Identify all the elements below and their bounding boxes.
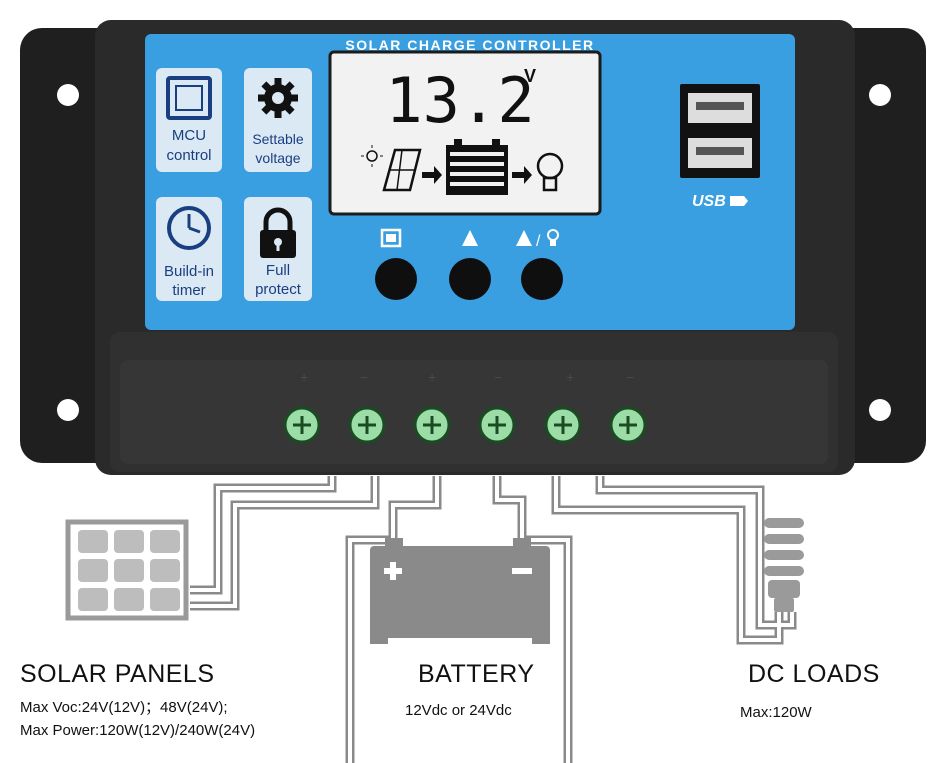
solar-panels-title: SOLAR PANELS	[20, 660, 215, 688]
svg-text:−: −	[360, 369, 368, 385]
battery-title: BATTERY	[418, 660, 535, 688]
mount-hole	[57, 84, 79, 106]
mount-hole	[869, 399, 891, 421]
feature-line2: control	[166, 147, 211, 164]
dc-loads-title: DC LOADS	[748, 660, 880, 688]
svg-text:−: −	[494, 369, 502, 385]
up-button[interactable]	[449, 258, 491, 300]
feature-line1: Full	[266, 262, 290, 279]
separator-glyph: /	[536, 233, 541, 250]
lcd-sun-icon	[361, 145, 383, 167]
lcd-arrow-icon	[512, 166, 532, 184]
down-load-button[interactable]	[521, 258, 563, 300]
lcd-screen	[328, 50, 602, 216]
chip-icon	[166, 76, 212, 120]
terminal-screws	[283, 406, 647, 444]
voltage-readout: 13.2	[385, 64, 534, 137]
feature-tile-timer: Build-in timer	[156, 197, 222, 301]
voltage-unit: V	[524, 66, 536, 86]
solar-panels-power: Max Power:120W(12V)/240W(24V)	[20, 722, 256, 739]
gear-icon	[258, 78, 298, 118]
bulb-icon	[547, 229, 559, 246]
lock-icon	[260, 207, 296, 258]
solar-panel-icon	[65, 519, 189, 621]
feature-line2: timer	[172, 282, 205, 299]
svg-text:+: +	[566, 369, 574, 385]
feature-tile-mcu: MCU control	[156, 68, 222, 172]
menu-button[interactable]	[375, 258, 417, 300]
feature-line1: Settable	[252, 131, 304, 147]
feature-line2: protect	[255, 281, 302, 298]
down-icon	[516, 230, 532, 246]
lcd-battery-icon	[446, 139, 508, 195]
battery-icon	[370, 538, 550, 644]
svg-text:+: +	[428, 369, 436, 385]
mount-hole	[869, 84, 891, 106]
clock-icon	[167, 206, 211, 250]
device-title: SOLAR CHARGE CONTROLLER	[345, 37, 594, 53]
dc-loads-spec: Max:120W	[740, 704, 812, 721]
menu-icon	[380, 228, 402, 248]
wiring	[190, 476, 797, 763]
svg-text:−: −	[626, 369, 634, 385]
feature-tile-settable: Settable voltage	[244, 68, 312, 172]
svg-text:+: +	[300, 369, 308, 385]
feature-line1: MCU	[172, 127, 206, 144]
feature-line2: voltage	[255, 150, 300, 166]
usb-label: USB	[692, 193, 726, 210]
usb-plug-icon	[730, 196, 748, 206]
lcd-bulb-icon	[536, 152, 564, 192]
lcd-arrow-icon	[422, 166, 442, 184]
feature-line1: Build-in	[164, 263, 214, 280]
lcd-solar-panel-icon	[382, 148, 422, 192]
mount-hole	[57, 399, 79, 421]
up-icon	[462, 230, 478, 246]
solar-panels-voc: Max Voc:24V(12V)；48V(24V);	[20, 699, 228, 716]
cfl-bulb-icon	[764, 518, 804, 612]
feature-tile-protect: Full protect	[244, 197, 312, 301]
battery-spec: 12Vdc or 24Vdc	[405, 702, 512, 719]
